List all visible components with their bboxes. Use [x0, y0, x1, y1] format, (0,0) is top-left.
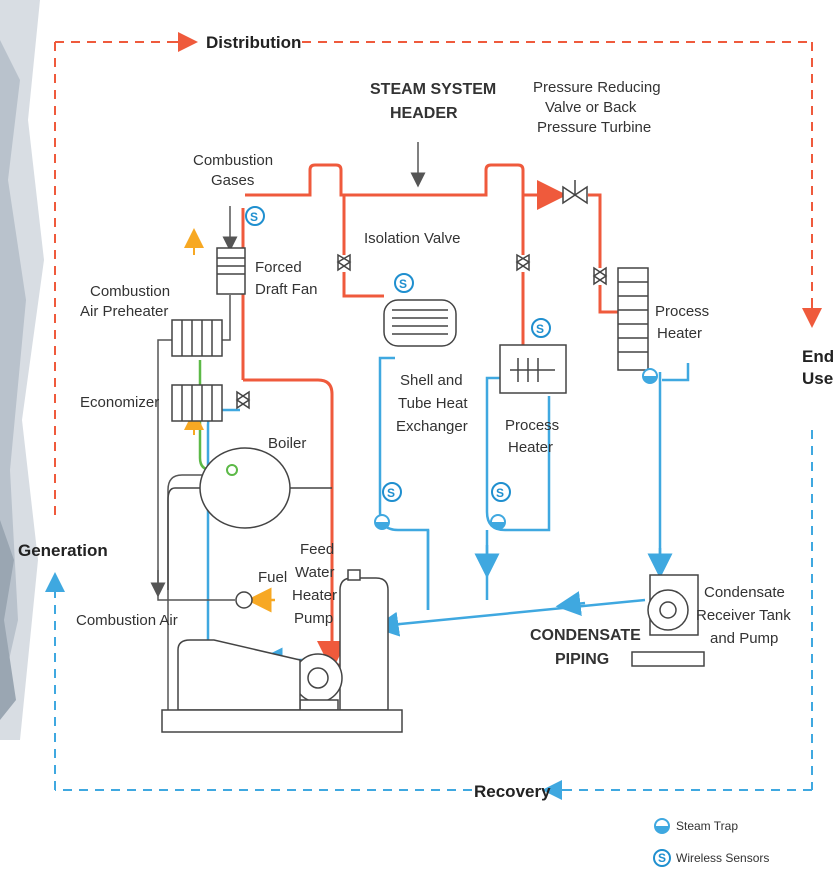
base-platform	[162, 710, 402, 732]
combustion-air-label: Combustion Air	[76, 612, 178, 629]
combustion-gases-label-line1: Combustion	[193, 152, 273, 169]
wireless-sensor: S	[532, 319, 550, 337]
feed-water-tank	[340, 578, 388, 710]
condensate-receiver-label-line1: Condensate	[704, 584, 785, 601]
boiler-label: Boiler	[268, 435, 306, 452]
fuel-valve	[236, 592, 252, 608]
feed-water-label-line2: Water	[295, 564, 334, 581]
legend-wireless-sensor-label: Wireless Sensors	[676, 851, 769, 865]
isolation-valve-2	[517, 255, 529, 270]
isolation-valve-3	[594, 268, 606, 284]
legend-steam-trap-label: Steam Trap	[676, 819, 738, 833]
process-heater-mid-label-line2: Heater	[508, 439, 553, 456]
steam-header-label-line2: HEADER	[390, 105, 458, 122]
svg-text:S: S	[387, 486, 395, 500]
steam-trap	[491, 515, 505, 529]
svg-text:S: S	[658, 851, 666, 865]
combustion-gases-label-line2: Gases	[211, 172, 254, 189]
prv-label-line1: Pressure Reducing	[533, 79, 661, 96]
recovery-label: Recovery	[474, 782, 551, 801]
process-heater-mid-label-line1: Process	[505, 417, 559, 434]
shell-tube-label-line2: Tube Heat	[398, 395, 468, 412]
economizer-label: Economizer	[80, 394, 159, 411]
shell-tube-label-line3: Exchanger	[396, 418, 468, 435]
process-heater-right-label-line1: Process	[655, 303, 709, 320]
fuel-label: Fuel	[258, 569, 287, 586]
condensate-base	[632, 652, 704, 666]
end-use-label-line1: End	[802, 347, 834, 366]
feed-water-label-line1: Feed	[300, 541, 334, 558]
air-preheater-label-line1: Combustion	[90, 283, 170, 300]
svg-text:S: S	[250, 210, 258, 224]
prv-label-line3: Pressure Turbine	[537, 119, 651, 136]
forced-draft-label-line2: Draft Fan	[255, 281, 318, 298]
cond-left-arrow	[568, 603, 585, 605]
generation-label: Generation	[18, 541, 108, 560]
shell-tube-label-line1: Shell and	[400, 372, 463, 389]
legend-wireless-sensor: S Wireless Sensors	[654, 850, 769, 866]
steam-trap	[643, 369, 657, 383]
wireless-sensor: S	[492, 483, 510, 501]
economizer	[172, 385, 222, 421]
feed-water-label-line4: Pump	[294, 610, 333, 627]
isolation-valve-label: Isolation Valve	[364, 230, 460, 247]
condensate-piping-label-line2: PIPING	[555, 651, 609, 668]
feed-water-label-line3: Heater	[292, 587, 337, 604]
air-preheater-label-line2: Air Preheater	[80, 303, 168, 320]
forced-draft-fan	[217, 248, 245, 294]
process-heater-right-label-line2: Heater	[657, 325, 702, 342]
legend: Steam Trap S Wireless Sensors	[654, 819, 769, 866]
legend-steam-trap: Steam Trap	[655, 819, 738, 833]
steam-header-label-line1: STEAM SYSTEM	[370, 81, 496, 98]
distribution-label: Distribution	[206, 33, 301, 52]
boiler-green-inlet	[227, 465, 237, 475]
end-use-label-line2: Use	[802, 369, 833, 388]
shell-and-tube-exchanger	[384, 300, 456, 346]
svg-text:S: S	[536, 322, 544, 336]
condensate-receiver-label-line3: and Pump	[710, 630, 778, 647]
process-heater-right	[618, 268, 648, 370]
isolation-valve-1	[338, 255, 350, 270]
svg-text:S: S	[399, 277, 407, 291]
steam-trap	[375, 515, 389, 529]
wireless-sensor: S	[246, 207, 264, 225]
boiler	[200, 448, 290, 528]
background-texture	[0, 0, 44, 740]
condensate-piping-label-line1: CONDENSATE	[530, 627, 641, 644]
forced-draft-label-line1: Forced	[255, 259, 302, 276]
equipment	[162, 180, 704, 732]
svg-text:S: S	[496, 486, 504, 500]
air-preheater	[172, 320, 222, 356]
condensate-receiver-label-line2: Receiver Tank	[696, 607, 791, 624]
isolation-valve-boiler	[237, 392, 249, 408]
wireless-sensor: S	[395, 274, 413, 292]
boiler-base	[178, 640, 300, 710]
wireless-sensor: S	[383, 483, 401, 501]
process-heater-middle	[500, 345, 566, 393]
prv-label-line2: Valve or Back	[545, 99, 637, 116]
